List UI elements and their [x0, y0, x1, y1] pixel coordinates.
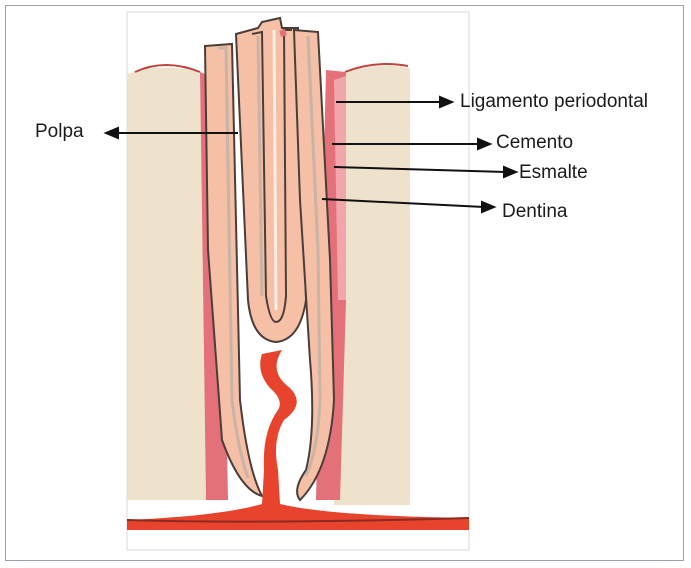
- label-cemento: Cemento: [496, 133, 573, 152]
- label-esmalte: Esmalte: [519, 163, 588, 182]
- label-ligamento: Ligamento periodontal: [460, 92, 648, 111]
- label-polpa: Polpa: [35, 122, 84, 141]
- label-dentina: Dentina: [502, 202, 568, 221]
